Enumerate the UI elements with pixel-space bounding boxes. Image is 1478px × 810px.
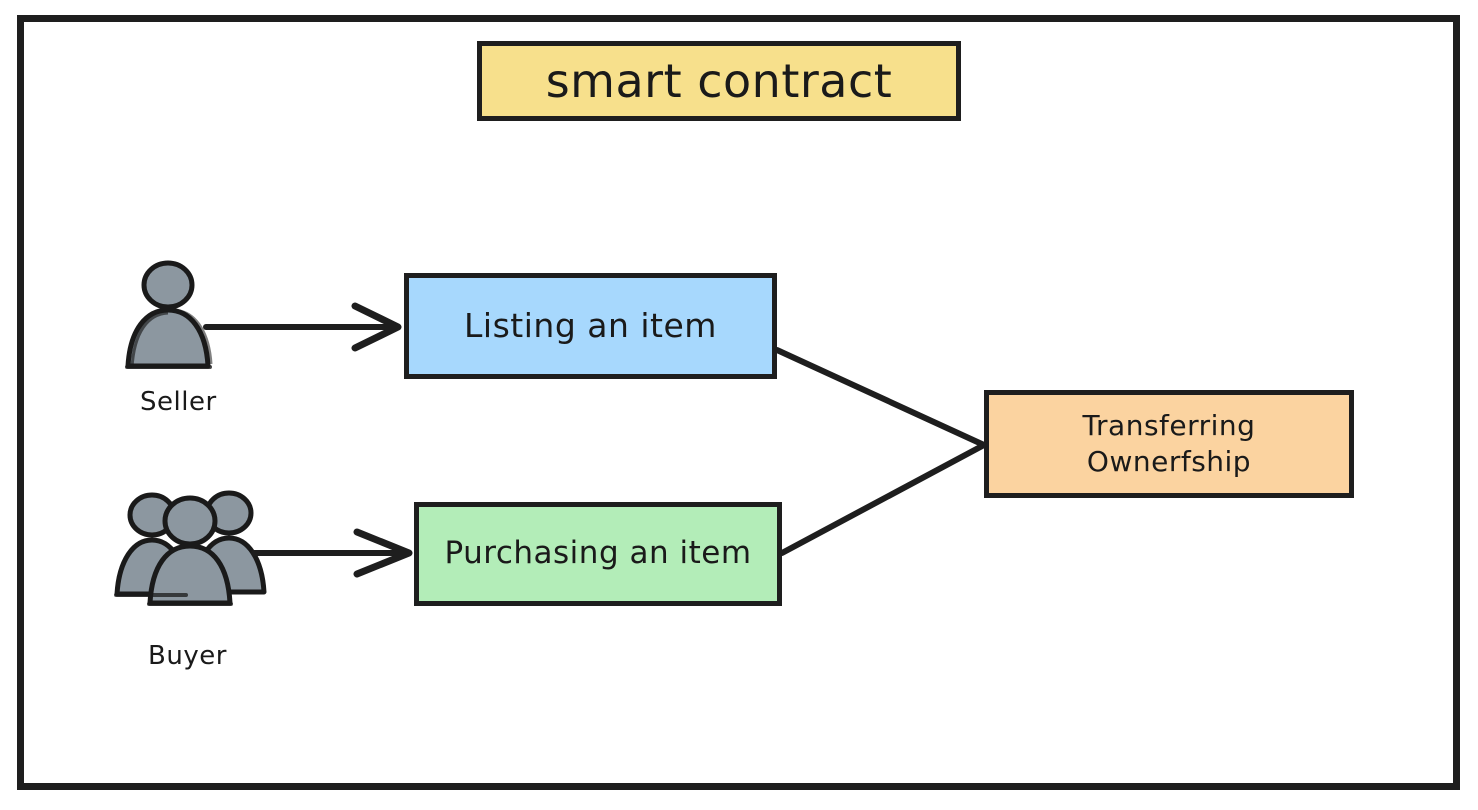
- node-label: smart contract: [545, 53, 893, 108]
- actor-label-seller: Seller: [140, 387, 217, 417]
- actor-label-buyer: Buyer: [148, 641, 227, 671]
- single-person-icon: [118, 258, 230, 376]
- diagram-frame: [17, 15, 1460, 790]
- node-purchasing-an-item[interactable]: Purchasing an item: [414, 502, 782, 606]
- group-of-people-icon: [112, 488, 270, 606]
- node-smart-contract-title[interactable]: smart contract: [477, 41, 961, 121]
- node-label: Purchasing an item: [444, 535, 752, 572]
- node-label: Listing an item: [464, 305, 717, 345]
- node-label-line-2: Ownerfship: [1086, 445, 1252, 478]
- node-label-line-1: Transferring: [1082, 408, 1256, 442]
- node-listing-an-item[interactable]: Listing an item: [404, 273, 777, 379]
- node-transferring-ownership[interactable]: Transferring Ownerfship: [984, 390, 1354, 498]
